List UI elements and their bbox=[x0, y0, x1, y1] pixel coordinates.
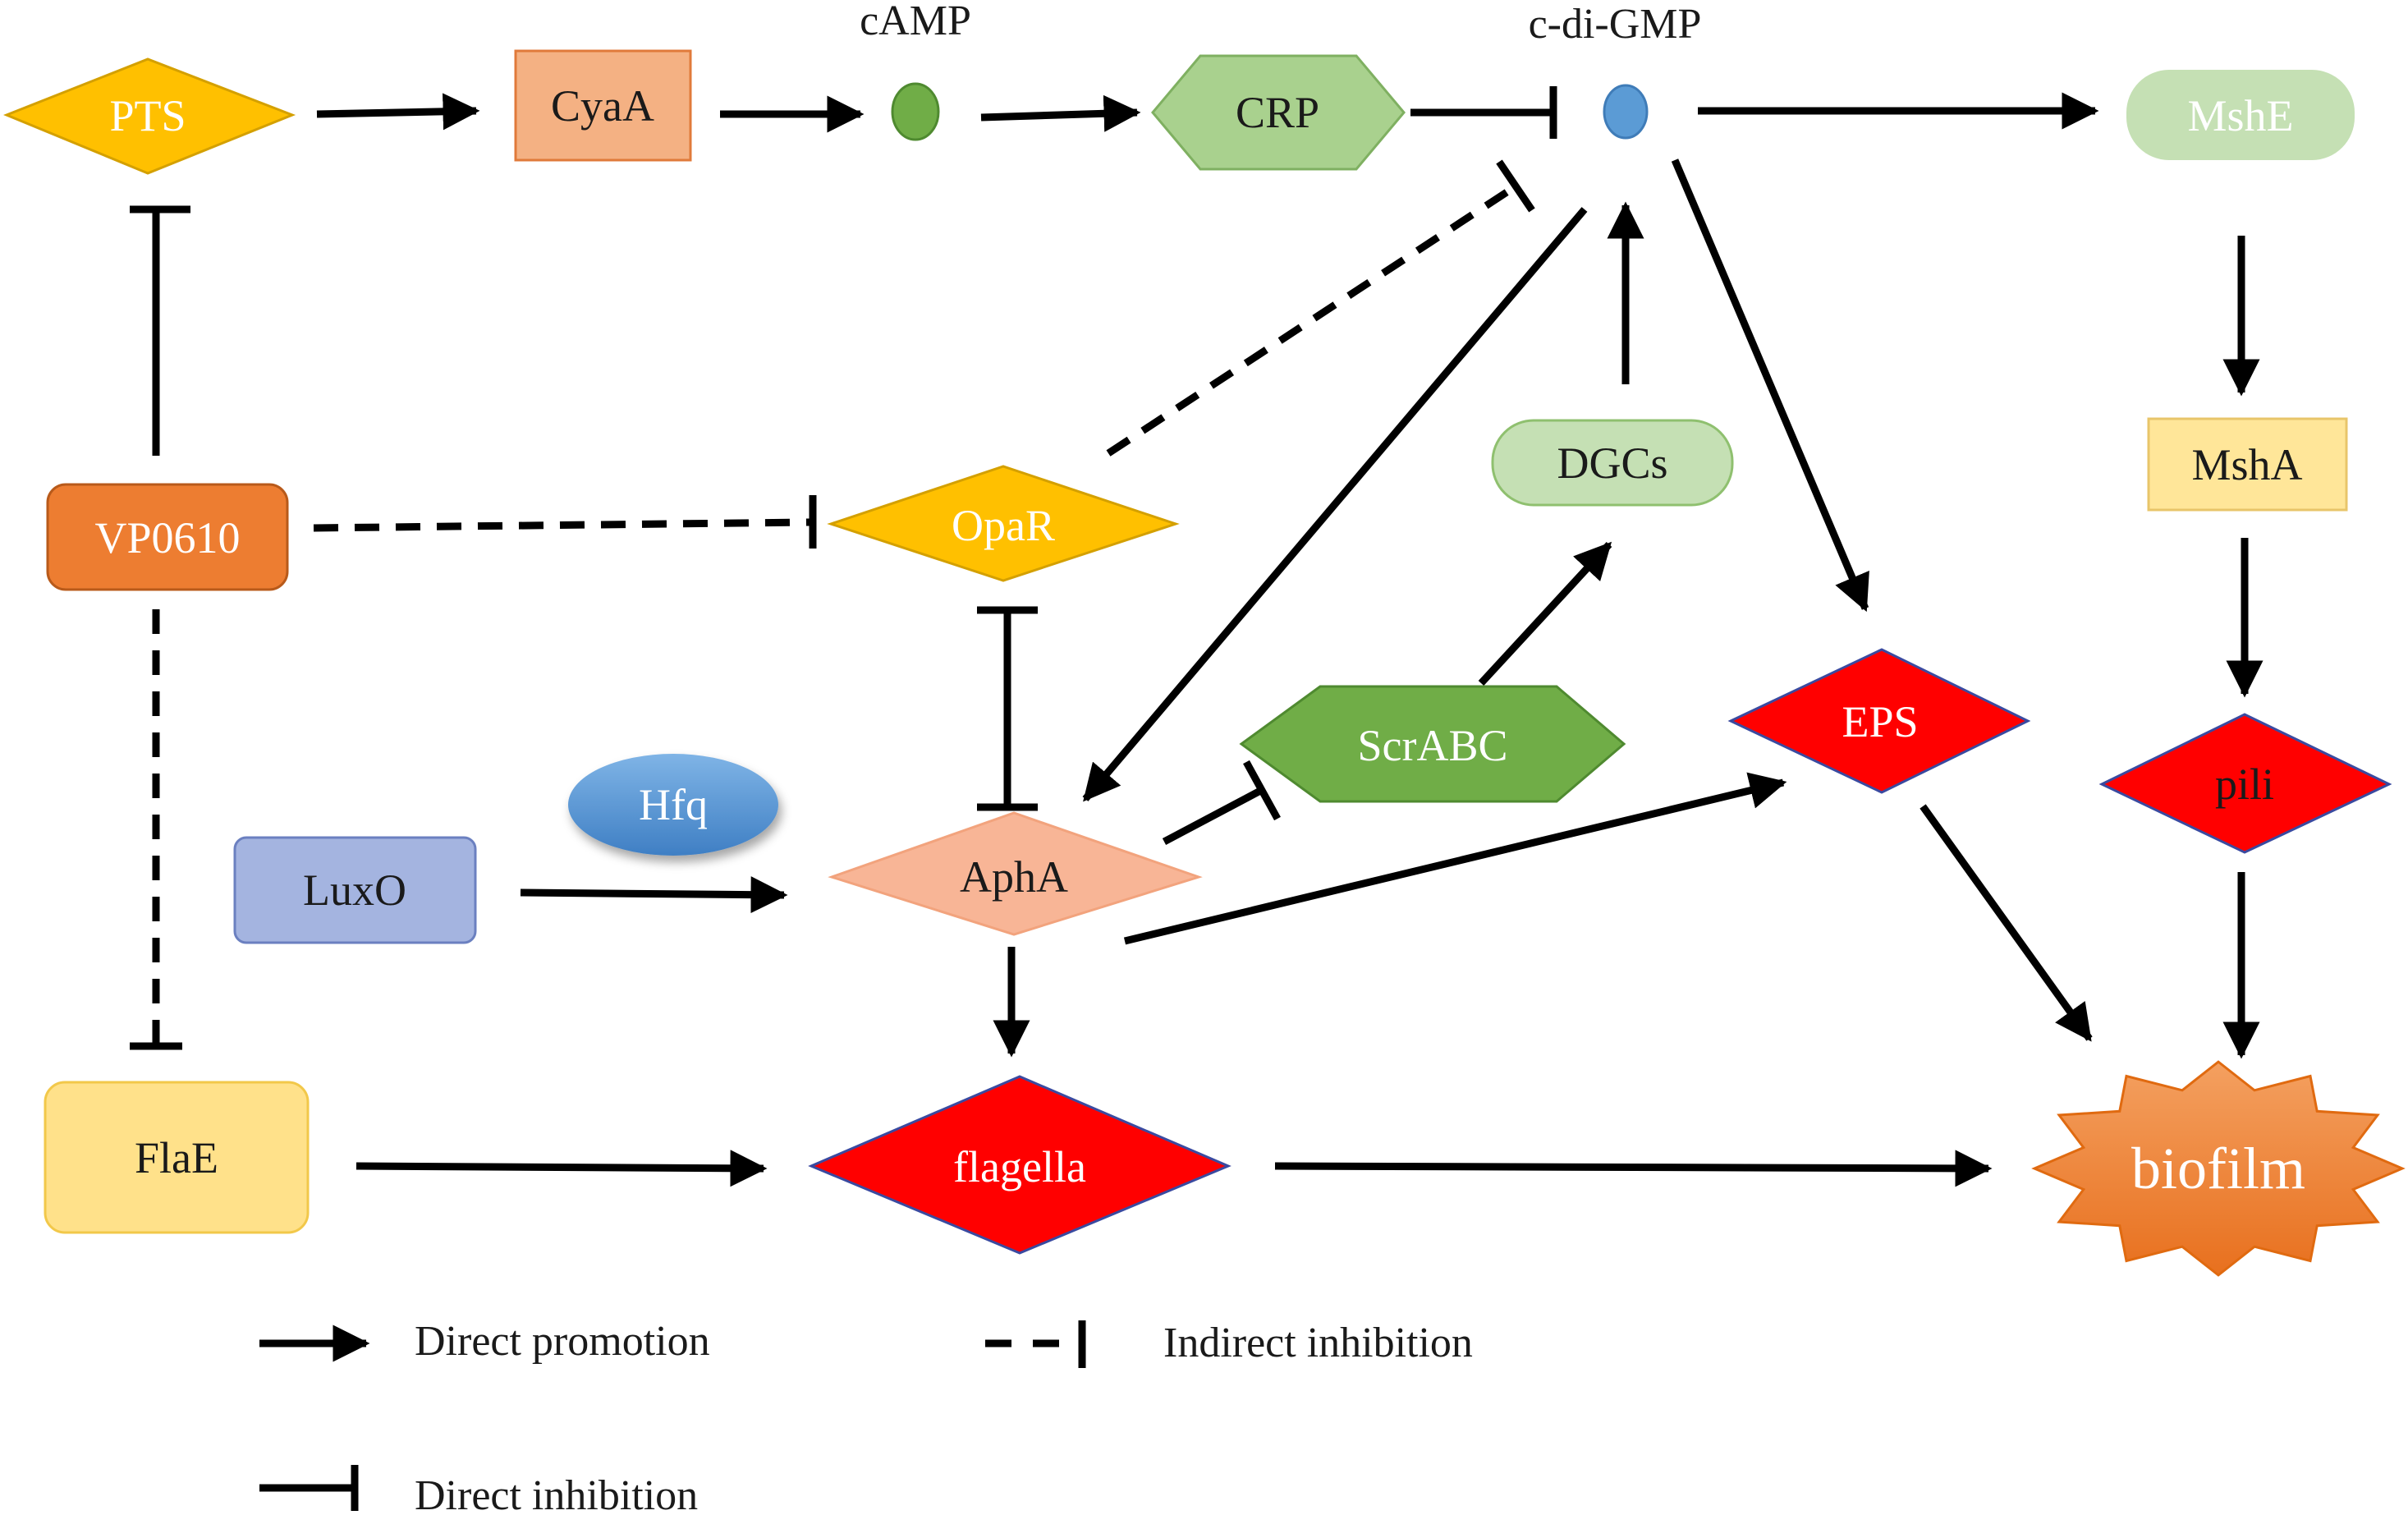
edge-apha-eps bbox=[1123, 772, 1787, 945]
edge-vp0610-flae-indirect bbox=[130, 609, 182, 1050]
edge-scrabc-dgcs bbox=[1478, 541, 1612, 686]
legend: Direct promotion Indirect inhibition Dir… bbox=[259, 1318, 1473, 1515]
node-hfq[interactable]: Hfq bbox=[568, 754, 778, 856]
edge-opar-cdigmp-indirect bbox=[1106, 159, 1535, 457]
node-flae-label: FlaE bbox=[135, 1133, 218, 1182]
node-opar-label: OpaR bbox=[952, 501, 1055, 550]
node-apha-label: AphA bbox=[960, 852, 1068, 902]
legend-indirect-inhibition: Indirect inhibition bbox=[985, 1320, 1473, 1368]
node-cdigmp[interactable]: c-di-GMP bbox=[1529, 1, 1702, 140]
legend-direct-promotion: Direct promotion bbox=[259, 1318, 710, 1365]
node-cyaa-label: CyaA bbox=[551, 81, 654, 131]
legend-indirect-inhibition-label: Indirect inhibition bbox=[1163, 1320, 1473, 1366]
legend-direct-promotion-label: Direct promotion bbox=[415, 1318, 710, 1365]
node-msha-label: MshA bbox=[2191, 440, 2302, 489]
node-cdigmp-label: c-di-GMP bbox=[1529, 1, 1702, 48]
node-camp[interactable]: cAMP bbox=[860, 0, 971, 141]
node-apha[interactable]: AphA bbox=[828, 811, 1203, 936]
node-scrabc-label: ScrABC bbox=[1357, 721, 1507, 770]
node-flagella-label: flagella bbox=[953, 1142, 1086, 1191]
edge-vp0610-opar-indirect bbox=[313, 495, 817, 549]
node-dgcs[interactable]: DGCs bbox=[1491, 419, 1734, 507]
edge-crp-cdigmp-inhibition bbox=[1410, 86, 1557, 139]
legend-direct-inhibition-label: Direct inhibition bbox=[415, 1472, 698, 1515]
edge-flae-flagella bbox=[355, 1150, 768, 1187]
edge-vp0610-pts-inhibition bbox=[130, 205, 190, 456]
node-msha[interactable]: MshA bbox=[2147, 417, 2348, 512]
node-hfq-label: Hfq bbox=[639, 780, 708, 829]
node-luxo[interactable]: LuxO bbox=[233, 836, 477, 944]
node-flae[interactable]: FlaE bbox=[44, 1081, 310, 1234]
node-dgcs-label: DGCs bbox=[1557, 438, 1667, 488]
edge-opar-apha-inhibition bbox=[977, 606, 1038, 811]
node-crp[interactable]: CRP bbox=[1151, 54, 1406, 171]
node-mshe[interactable]: MshE bbox=[2126, 70, 2355, 160]
node-pili[interactable]: pili bbox=[2098, 713, 2392, 854]
node-crp-label: CRP bbox=[1236, 88, 1319, 137]
edge-cdigmp-eps bbox=[1671, 158, 1869, 613]
node-mshe-label: MshE bbox=[2187, 91, 2293, 140]
node-vp0610[interactable]: VP0610 bbox=[46, 483, 289, 591]
node-biofilm-label: biofilm bbox=[2131, 1136, 2305, 1201]
node-cyaa[interactable]: CyaA bbox=[514, 49, 692, 162]
legend-direct-inhibition: Direct inhibition bbox=[259, 1465, 698, 1515]
edge-camp-crp bbox=[980, 94, 1141, 132]
node-flagella[interactable]: flagella bbox=[808, 1075, 1232, 1255]
edge-eps-biofilm bbox=[1920, 804, 2093, 1042]
node-vp0610-label: VP0610 bbox=[94, 513, 240, 562]
node-opar[interactable]: OpaR bbox=[827, 465, 1180, 582]
node-pts-label: PTS bbox=[109, 91, 186, 140]
node-eps-label: EPS bbox=[1842, 697, 1918, 746]
edge-cdigmp-apha bbox=[1082, 207, 1588, 802]
node-pts[interactable]: PTS bbox=[2, 57, 296, 175]
node-scrabc[interactable]: ScrABC bbox=[1239, 685, 1626, 803]
edge-flagella-biofilm bbox=[1274, 1150, 1993, 1187]
edge-luxo-apha bbox=[520, 876, 788, 914]
node-luxo-label: LuxO bbox=[303, 865, 406, 915]
node-eps[interactable]: EPS bbox=[1727, 648, 2031, 794]
edge-apha-scrabc-inhibition bbox=[1162, 760, 1281, 845]
edge-pts-cyaa bbox=[316, 93, 480, 131]
node-biofilm[interactable]: biofilm bbox=[2031, 1060, 2406, 1277]
node-camp-label: cAMP bbox=[860, 0, 971, 44]
node-pili-label: pili bbox=[2215, 760, 2274, 809]
